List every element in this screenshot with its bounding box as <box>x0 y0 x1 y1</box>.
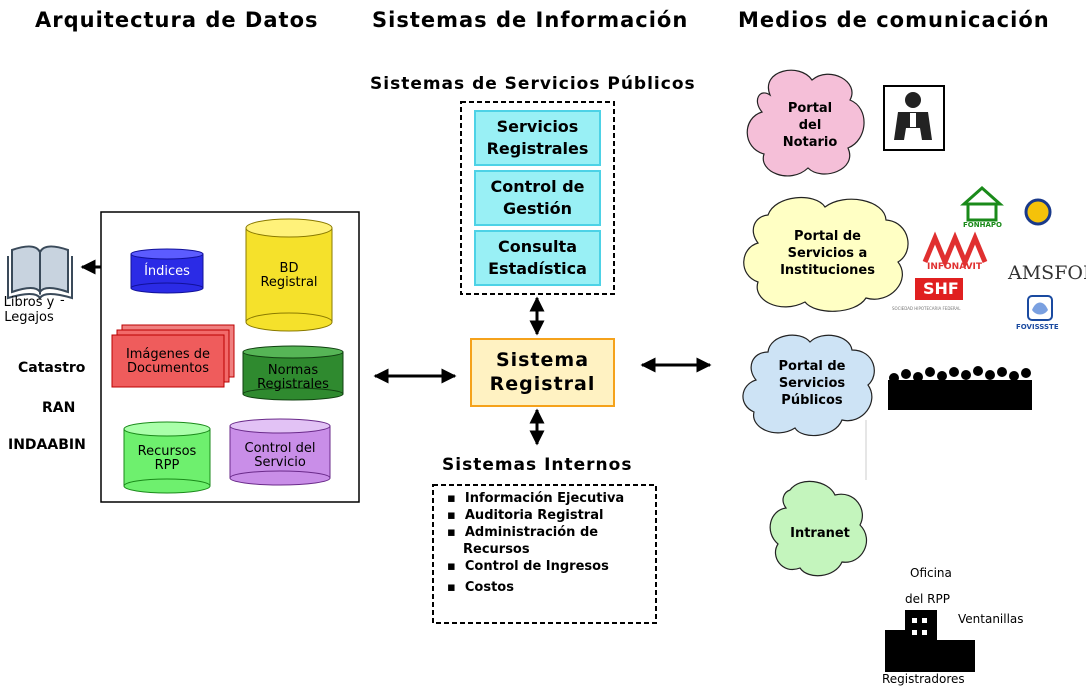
imagenes-documents-stack <box>111 324 235 388</box>
cloud-intranet <box>769 480 868 577</box>
indices-cylinder <box>130 248 204 294</box>
shf-subtext: SOCIEDAD HIPOTECARIA FEDERAL <box>892 306 961 311</box>
fovissste-logo <box>1027 295 1053 321</box>
list-item: ▪ Auditoria Registral <box>447 508 604 523</box>
fonhapo-text: FONHAPO <box>963 221 1002 229</box>
normas-registrales-cylinder <box>242 345 344 401</box>
sistema-registral-box <box>470 338 615 407</box>
control-servicio-cylinder <box>229 418 331 486</box>
list-item: ▪ Control de Ingresos <box>447 559 609 574</box>
recursos-rpp-cylinder <box>123 421 211 494</box>
infonavit-text: INFONAVIT <box>927 262 983 272</box>
registradores-label: Registradores <box>882 672 965 686</box>
internal-systems-list: ▪ Información Ejecutiva ▪ Auditoria Regi… <box>447 490 652 596</box>
indices-label: Índices <box>144 264 190 279</box>
bd-registral-cylinder <box>245 218 333 332</box>
internal-systems-title: Sistemas Internos <box>442 455 633 475</box>
del-rpp-label: del RPP <box>905 592 950 606</box>
fonhapo-logo <box>960 185 1004 222</box>
internal-systems-frame <box>432 484 657 624</box>
intranet-label: Intranet <box>790 526 850 541</box>
public-services-title: Sistemas de Servicios Públicos <box>370 74 696 94</box>
list-item: ▪ Administración de Recursos <box>447 525 599 557</box>
header-communication-media: Medios de comunicación <box>738 8 1050 32</box>
list-item: ▪ Información Ejecutiva <box>447 491 625 506</box>
cloud-instituciones <box>743 196 909 312</box>
oficina-label: Oficina <box>910 566 952 580</box>
list-item: ▪ Costos <box>447 580 514 595</box>
ran-label: RAN <box>42 400 76 416</box>
public-services-frame <box>460 101 615 295</box>
institution-emblem-logo <box>1024 198 1052 226</box>
indaabin-label: INDAABIN <box>8 437 86 453</box>
notary-figure-icon <box>883 85 945 151</box>
ventanillas-label: Ventanillas <box>958 612 1024 626</box>
fovissste-text: FOVISSSTE <box>1016 323 1059 331</box>
office-building-icon <box>885 610 975 672</box>
infonavit-logo <box>922 231 988 269</box>
amsfol-text: AMSFOL <box>1008 262 1086 284</box>
header-data-architecture: Arquitectura de Datos <box>35 8 319 32</box>
catastro-label: Catastro <box>18 360 86 376</box>
cloud-publicos <box>742 334 875 437</box>
crowd-silhouette-icon <box>888 366 1032 410</box>
cloud-notario <box>746 69 865 177</box>
shf-logo <box>915 278 963 300</box>
book-icon <box>7 245 73 300</box>
header-information-systems: Sistemas de Información <box>372 8 689 32</box>
shf-text: SHF <box>923 279 959 298</box>
books-dash: - <box>60 293 65 308</box>
